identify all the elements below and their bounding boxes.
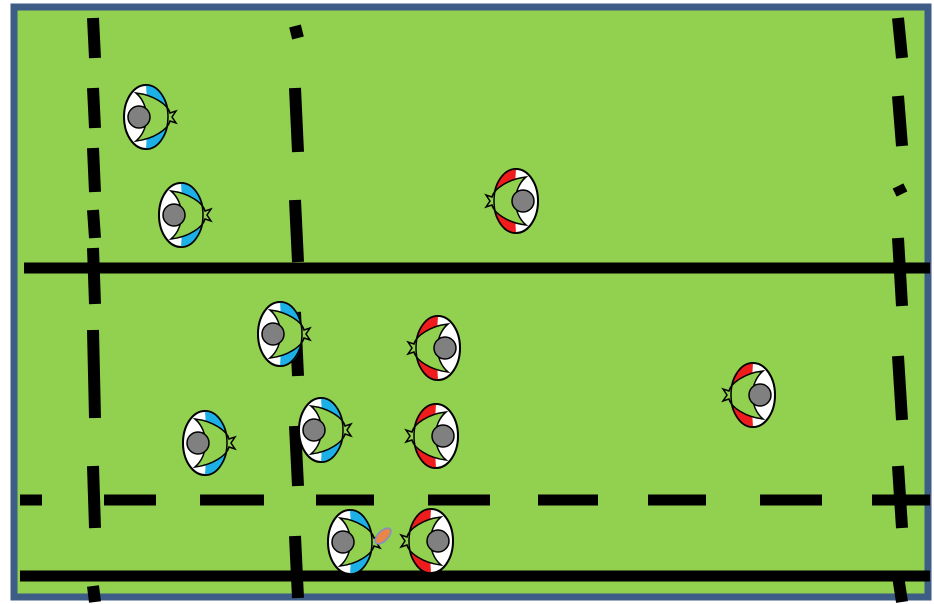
right-dashed-segment [898, 238, 902, 306]
right-dashed-segment [898, 96, 902, 146]
player-head [432, 425, 454, 447]
player-head [262, 323, 284, 345]
player-head [749, 384, 771, 406]
left-dashed-segment [93, 466, 95, 528]
middle-dashed-segment [295, 200, 298, 262]
left-dashed-segment [93, 18, 95, 58]
right-dashed-segment [898, 576, 902, 602]
right-dashed-segment [898, 18, 902, 58]
right-dashed-segment [898, 356, 902, 420]
middle-dashed-segment [295, 536, 298, 598]
left-dashed-segment [93, 330, 95, 418]
middle-dashed-segment [295, 88, 298, 152]
player-head [427, 530, 449, 552]
left-dashed-segment [93, 248, 95, 304]
left-dashed-segment [93, 88, 95, 128]
right-dashed-segment [898, 186, 902, 194]
left-dashed-segment [93, 586, 95, 602]
middle-dashed-segment [295, 426, 298, 486]
player-head [332, 531, 354, 553]
player-head [512, 190, 534, 212]
player-head [187, 432, 209, 454]
player-head [163, 204, 185, 226]
left-dashed-segment [93, 148, 95, 192]
player-head [434, 337, 456, 359]
player-head [128, 106, 150, 128]
left-dashed-segment [93, 210, 95, 238]
player-head [303, 419, 325, 441]
middle-dashed-segment [295, 26, 298, 38]
